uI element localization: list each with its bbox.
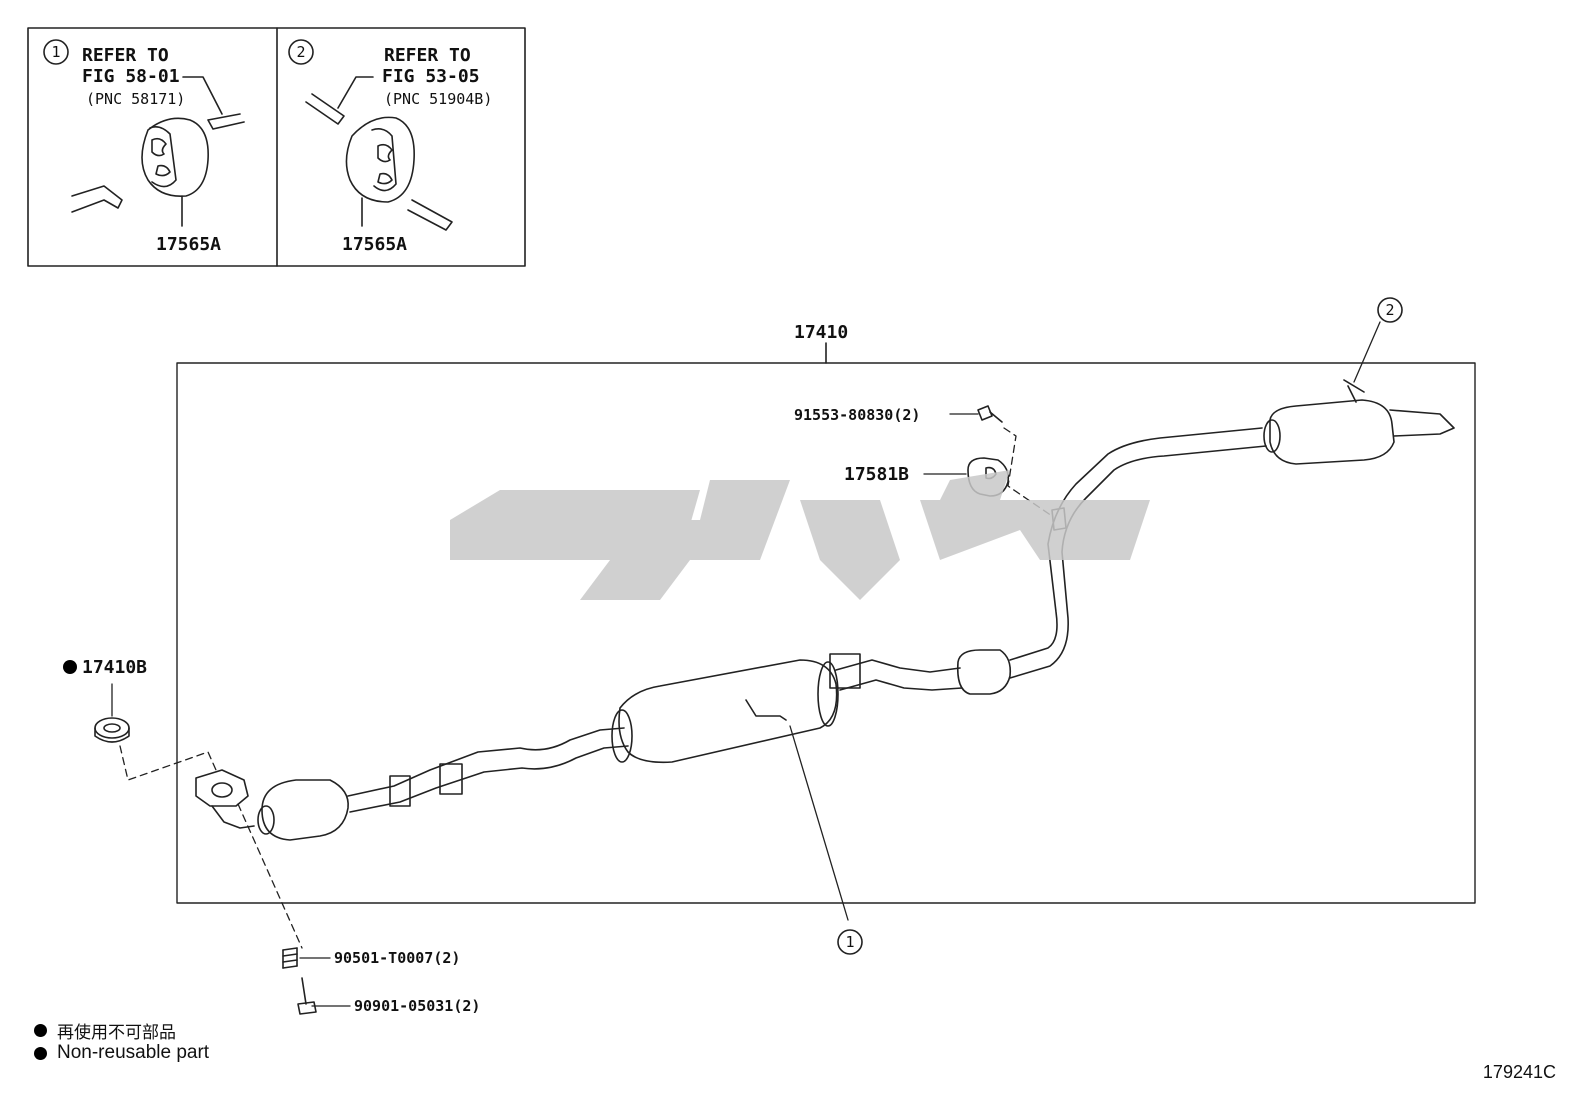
bolt-91553 bbox=[977, 405, 1003, 423]
inset-panel bbox=[27, 27, 526, 267]
inset-right-pnc: (PNC 51904B) bbox=[384, 90, 492, 108]
callout-ref-2-number: 2 bbox=[1385, 301, 1394, 319]
leader-lines bbox=[111, 321, 1381, 1007]
ref-circle-1 bbox=[837, 929, 863, 955]
inset-left-refer-line2: FIG 58-01 bbox=[82, 66, 180, 87]
spring-90501 bbox=[282, 947, 298, 969]
inset-left-ref-number: 1 bbox=[51, 43, 60, 61]
text-labels: 1 REFER TO FIG 58-01 (PNC 58171) 17565A … bbox=[51, 43, 1394, 1015]
inset-right-ref-number: 2 bbox=[296, 43, 305, 61]
bolt-part-number: 91553-80830(2) bbox=[794, 406, 920, 424]
spring-part-number: 90501-T0007(2) bbox=[334, 949, 460, 967]
legend-dot-icon bbox=[34, 1024, 47, 1037]
inset-left-refer-line1: REFER TO bbox=[82, 45, 169, 66]
watermark-logo bbox=[450, 470, 1150, 600]
bracket-part-number: 17581B bbox=[844, 464, 909, 485]
legend-japanese: 再使用不可部品 bbox=[34, 1018, 176, 1043]
gasket-17410B bbox=[94, 717, 130, 743]
hanger-drawing-left bbox=[43, 39, 245, 227]
figure-number: 179241C bbox=[1482, 1062, 1556, 1082]
stud-bolt-part-number: 90901-05031(2) bbox=[354, 997, 480, 1015]
inset-left-part-number: 17565A bbox=[156, 234, 221, 255]
gasket-part-number: 17410B bbox=[82, 657, 147, 678]
assembly-part-number: 17410 bbox=[794, 322, 848, 343]
inset-right-refer-line1: REFER TO bbox=[384, 45, 471, 66]
hanger-drawing-right bbox=[288, 39, 453, 231]
legend-english-text: Non-reusable part bbox=[57, 1042, 210, 1063]
legend-dot-icon bbox=[34, 1046, 47, 1060]
exhaust-pipe-assembly bbox=[195, 379, 1455, 841]
ref-circle-2 bbox=[1377, 297, 1403, 323]
inset-right-part-number: 17565A bbox=[342, 234, 407, 255]
callout-ref-1-number: 1 bbox=[845, 933, 854, 951]
inset-left-pnc: (PNC 58171) bbox=[86, 90, 185, 108]
assembly-frame bbox=[176, 342, 1476, 904]
stud-bolt-90901 bbox=[297, 977, 317, 1015]
non-reusable-dot bbox=[63, 660, 77, 674]
legend-japanese-text: 再使用不可部品 bbox=[57, 1023, 176, 1043]
inset-right-refer-line2: FIG 53-05 bbox=[382, 66, 480, 87]
legend-english: Non-reusable part bbox=[34, 1042, 209, 1064]
